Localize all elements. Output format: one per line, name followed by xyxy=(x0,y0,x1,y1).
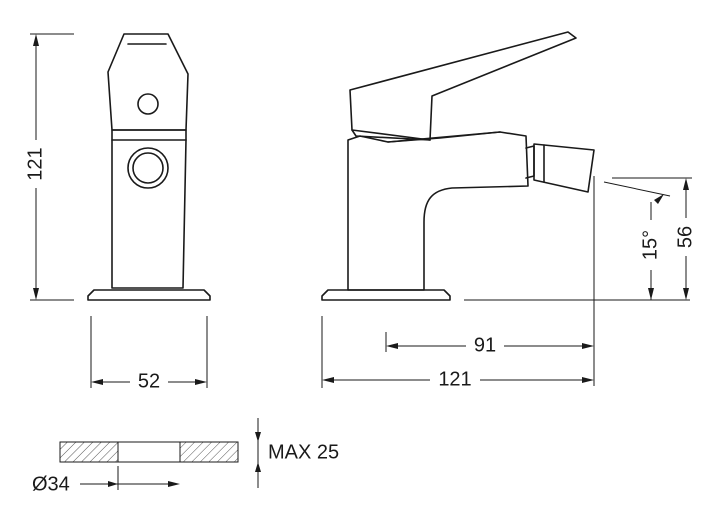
side-body-top-line xyxy=(387,131,501,143)
dim-label-bg xyxy=(130,370,168,394)
dim-arrow xyxy=(108,481,118,487)
front-body xyxy=(111,129,187,289)
dim-arrow xyxy=(386,343,398,349)
dim-arrow xyxy=(648,288,654,300)
front-nozzle-outer xyxy=(127,147,169,189)
side-nozzle-head xyxy=(533,143,595,193)
dim-label-bg xyxy=(430,368,480,392)
side-lever xyxy=(349,31,577,141)
dim-label-bg xyxy=(638,220,664,270)
front-base-plate xyxy=(87,289,211,301)
dim-label-bg xyxy=(466,334,504,358)
dim-label-hole-diameter: Ø34 xyxy=(32,473,70,495)
counter-section-right xyxy=(179,441,239,463)
dim-arrow xyxy=(255,462,261,472)
side-base-plate xyxy=(321,289,451,301)
dim-arrow xyxy=(654,194,664,204)
dim-arrow xyxy=(582,377,594,383)
side-view: 15° 56 91 121 xyxy=(321,31,699,392)
dim-arrow xyxy=(683,178,689,190)
dim-arrow xyxy=(582,343,594,349)
dim-arrow xyxy=(322,377,334,383)
front-view: 121 52 xyxy=(22,33,211,394)
front-lever-body xyxy=(107,33,189,131)
dim-arrow xyxy=(168,481,180,487)
dim-arrow xyxy=(33,288,39,300)
side-lever-shoulder xyxy=(351,129,431,141)
dim-label-bg xyxy=(673,218,699,256)
mounting-section: MAX 25 Ø34 xyxy=(28,418,339,496)
dim-arrow xyxy=(683,288,689,300)
dim-label-width-base: 52 xyxy=(138,370,160,392)
counter-section-left xyxy=(59,441,119,463)
dim-label-max-thickness: MAX 25 xyxy=(268,441,339,463)
dim-arrow xyxy=(91,379,103,385)
dim-label-nozzle-angle: 15° xyxy=(639,230,661,260)
angle-leader xyxy=(603,181,671,197)
dim-arrow xyxy=(255,432,261,442)
dim-label-nozzle-height: 56 xyxy=(674,226,696,248)
dim-label-spout-reach: 91 xyxy=(474,334,496,356)
front-nozzle-inner xyxy=(132,152,164,184)
dim-label-height-total: 121 xyxy=(24,147,46,180)
dim-arrow xyxy=(33,34,39,46)
dim-label-bg xyxy=(28,472,80,496)
front-lever-hole xyxy=(137,93,159,115)
dim-arrow xyxy=(195,379,207,385)
dim-label-length-total: 121 xyxy=(438,368,471,390)
dim-label-bg xyxy=(22,140,48,188)
side-body xyxy=(347,131,529,291)
